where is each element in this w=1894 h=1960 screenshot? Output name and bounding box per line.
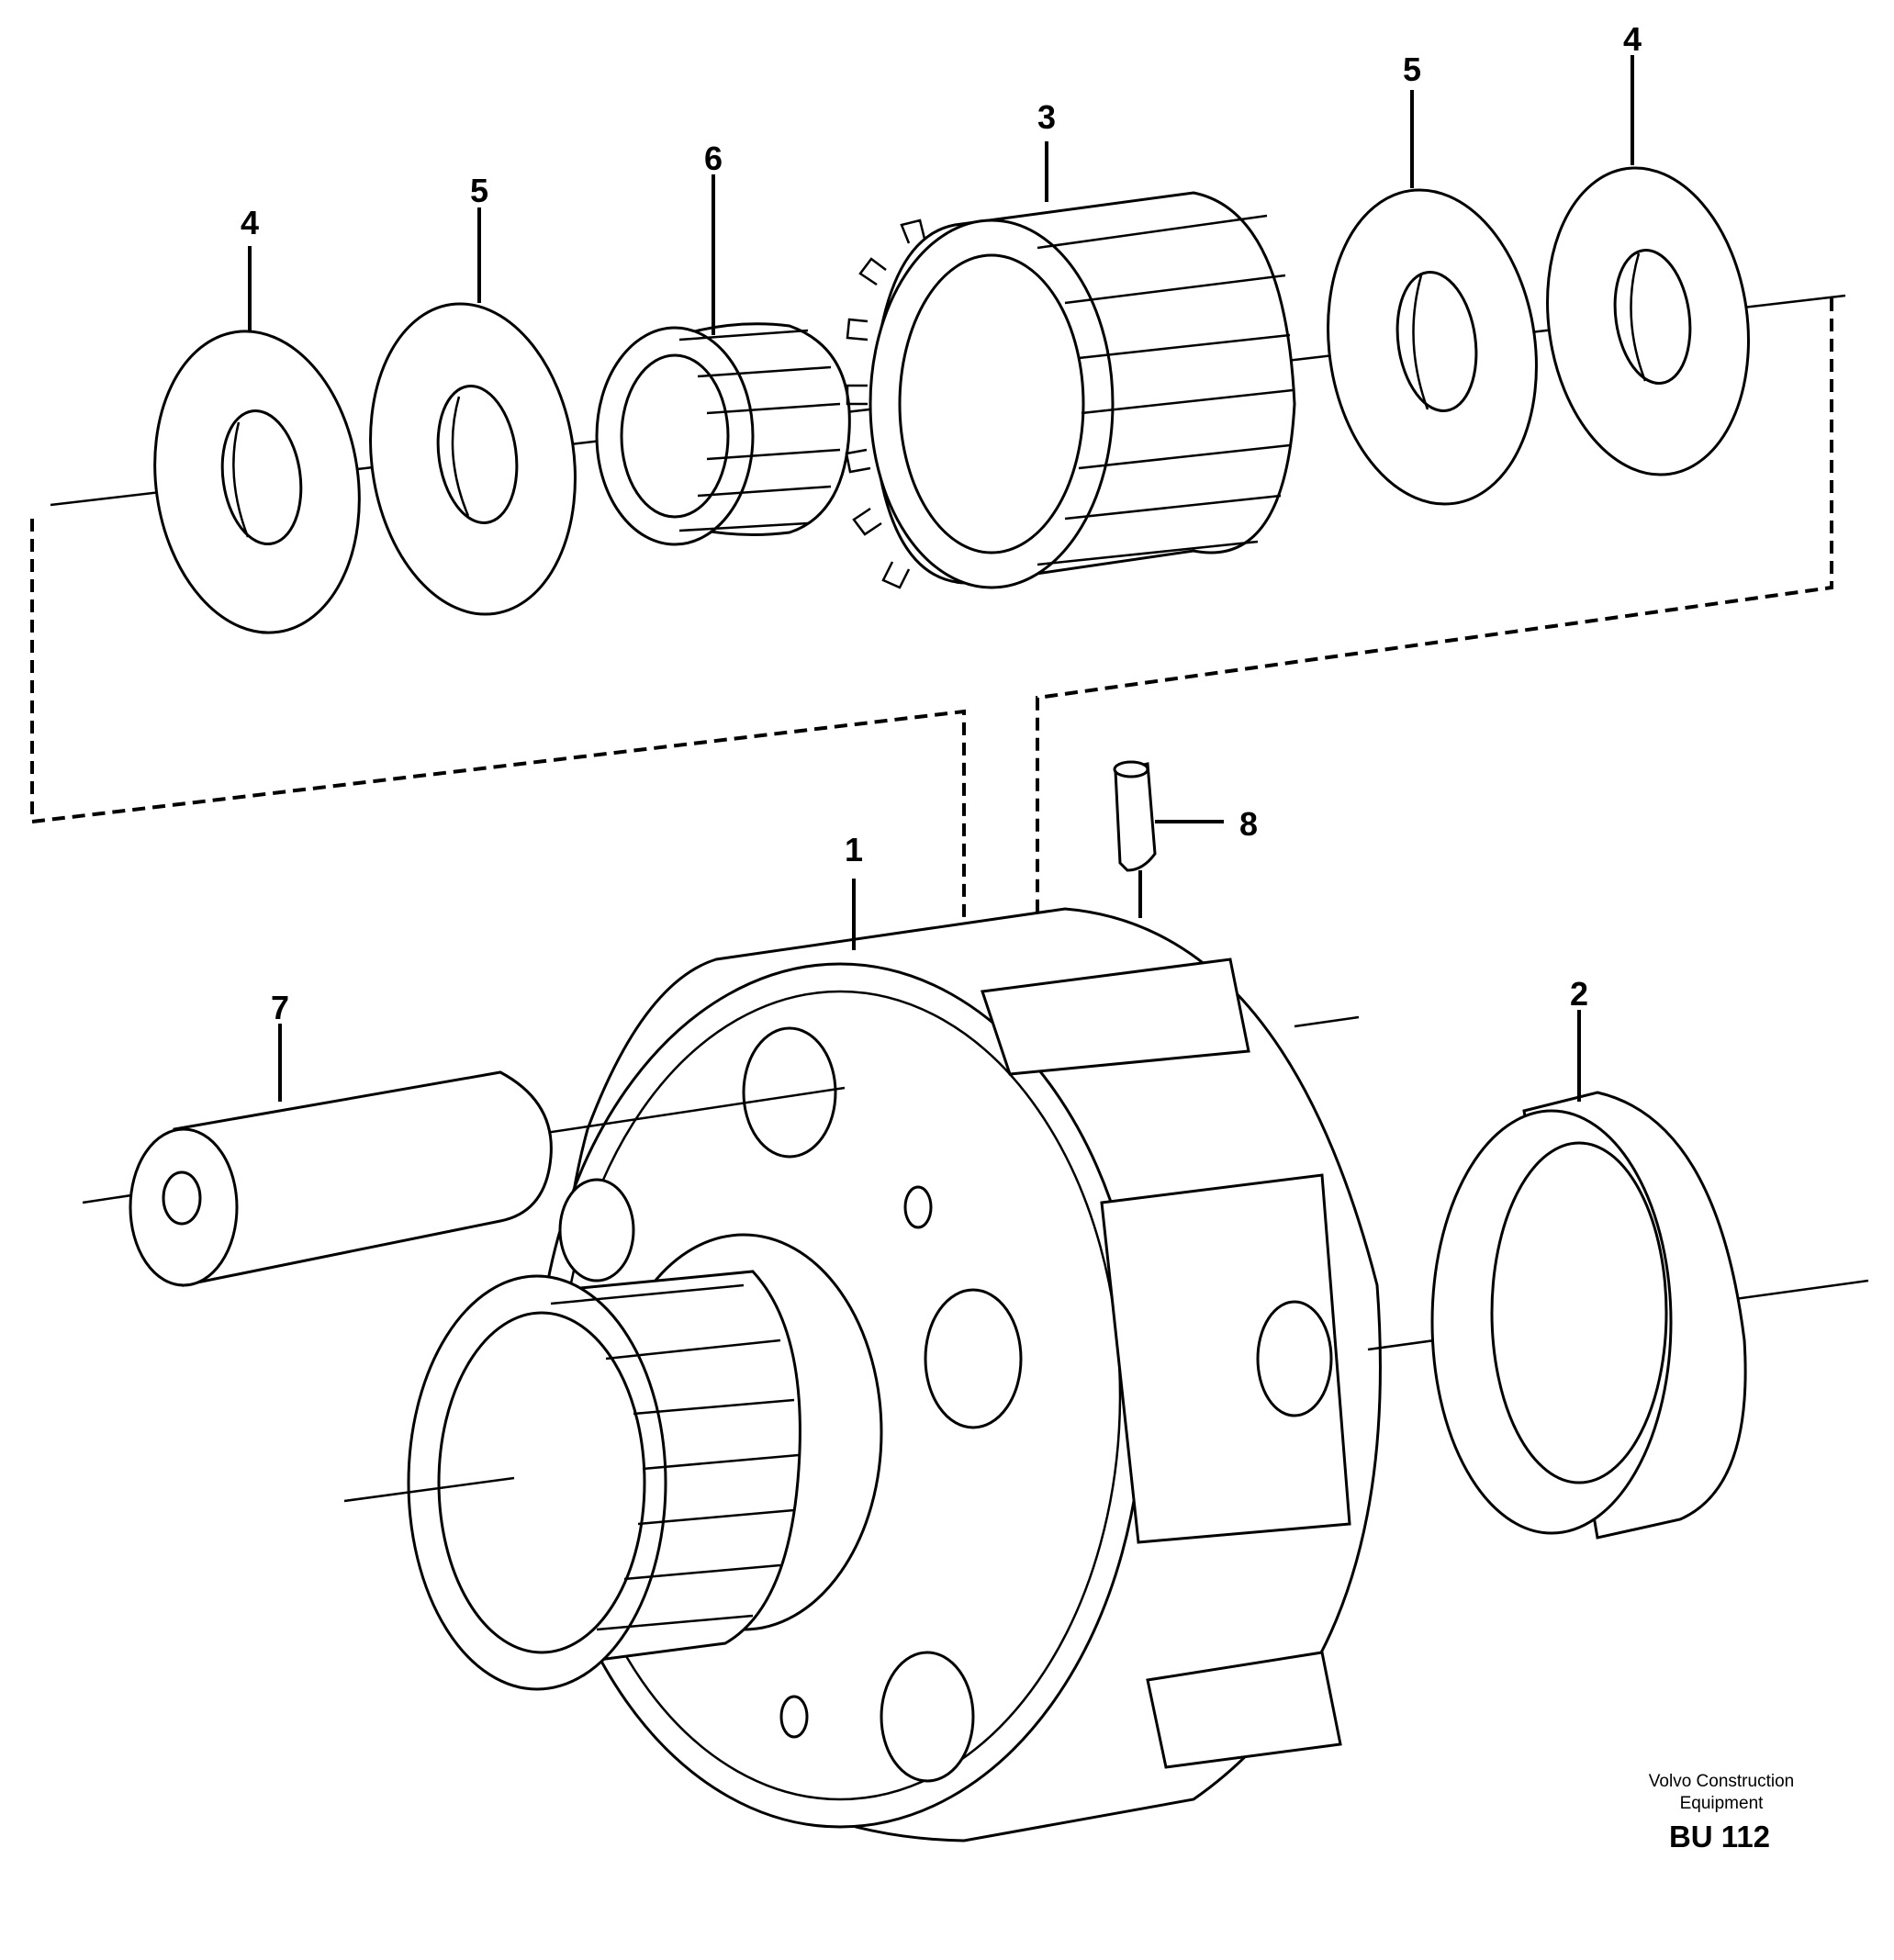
connector-right: [1036, 298, 1833, 1037]
thrust-washer-right: [1546, 166, 1750, 476]
planet-gear: [845, 191, 1296, 589]
brand-code: BU 112: [1669, 1820, 1770, 1854]
spacer-washer-left: [369, 302, 577, 616]
connector-left: [30, 519, 966, 1010]
callout-3: 3: [1037, 98, 1056, 136]
callout-6: 6: [704, 140, 723, 177]
sun-gear-spline: [407, 1270, 801, 1691]
needle-bearing: [595, 322, 851, 546]
locating-pin: [1113, 760, 1157, 872]
callout-5-right: 5: [1403, 50, 1421, 88]
callout-8: 8: [1239, 805, 1258, 843]
bushing-ring: [1430, 1091, 1747, 1540]
carrier-axis-line: [1294, 1015, 1360, 1028]
hub-axis-line: [343, 1476, 515, 1503]
brand-line-2: Equipment: [1680, 1794, 1765, 1813]
callout-4-left: 4: [241, 204, 259, 241]
thrust-washer-left: [153, 330, 361, 634]
callout-5-left: 5: [470, 172, 488, 209]
callout-2: 2: [1570, 975, 1588, 1013]
planet-shaft: [129, 1070, 553, 1287]
callout-4-right: 4: [1623, 20, 1642, 58]
brand-line-1: Volvo Construction: [1649, 1772, 1794, 1791]
callout-7: 7: [271, 989, 289, 1026]
callout-1: 1: [845, 831, 863, 868]
spacer-washer-right: [1327, 188, 1538, 506]
